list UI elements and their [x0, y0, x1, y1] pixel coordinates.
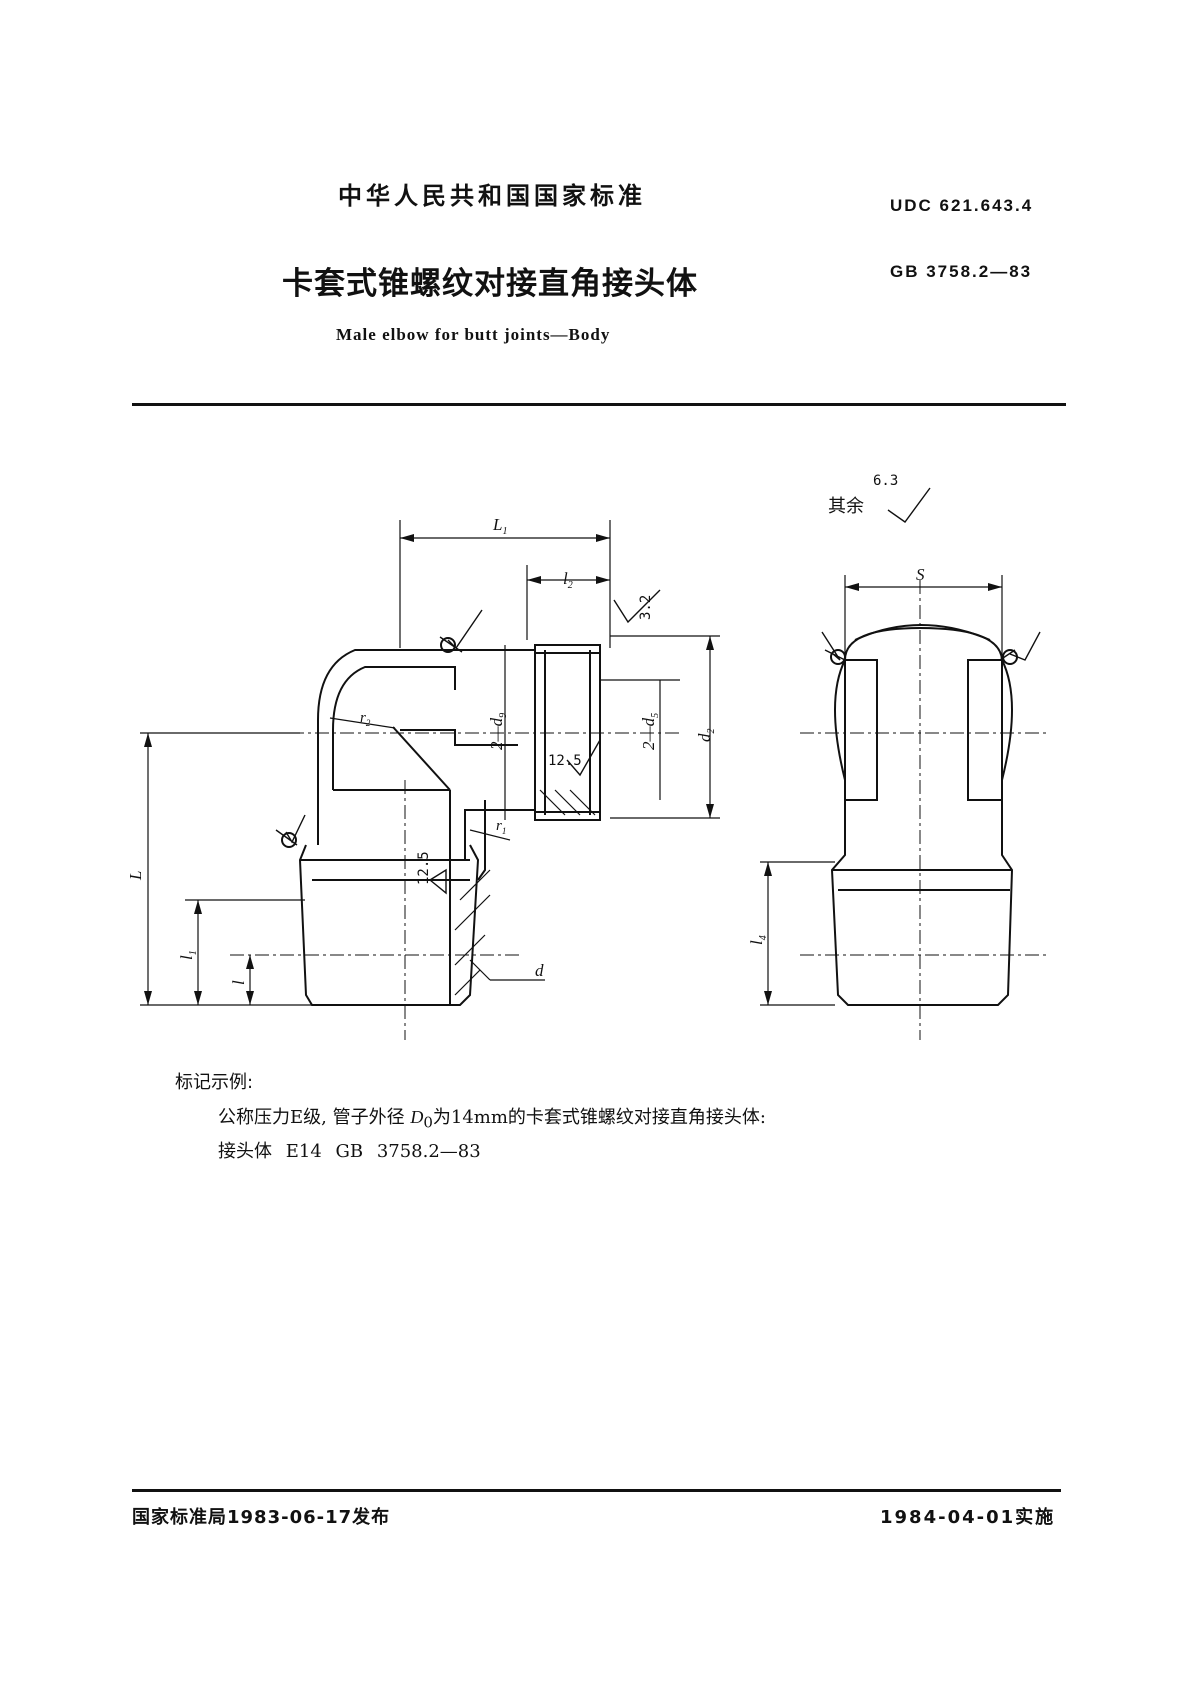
roughness-note-prefix: 其余 — [828, 496, 864, 517]
marking-example-code: 接头体 E14 GB 3758.2—83 — [218, 1141, 481, 1162]
dim-L-label: L — [126, 871, 145, 881]
dimension-lines — [140, 520, 1003, 1006]
roughness-symbols — [275, 487, 1041, 895]
dim-d-label: d — [535, 961, 544, 980]
roughness-circle — [830, 649, 846, 665]
dim-l4-label: l4 — [747, 935, 769, 945]
roughness-bore-vertical-value: 12.5 — [416, 851, 432, 885]
dim-l-label: l — [229, 980, 248, 985]
roughness-bore-value: 12.5 — [548, 753, 582, 769]
dim-L1-label: L1 — [492, 515, 507, 537]
dim-d5-label: 2—d5 — [639, 713, 661, 750]
roughness-thread-value: 3.2 — [638, 595, 654, 620]
roughness-circle — [281, 832, 297, 848]
header-divider — [132, 403, 1066, 406]
roughness-circle — [440, 637, 456, 653]
udc-code: UDC 621.643.4 — [890, 196, 1034, 215]
issue-date: 国家标准局1983-06-17发布 — [132, 1507, 391, 1528]
dim-r2-label: r2 — [360, 710, 371, 728]
marking-example-heading: 标记示例: — [175, 1072, 254, 1093]
dim-r1-label: r1 — [496, 818, 506, 836]
gb-code: GB 3758.2—83 — [890, 262, 1033, 281]
document-title: 卡套式锥螺纹对接直角接头体 — [282, 266, 698, 302]
footer-divider — [132, 1489, 1061, 1492]
dim-l2-label: l2 — [563, 569, 573, 591]
elbow-body-outline — [298, 644, 601, 1006]
section-hatching — [454, 789, 596, 996]
dim-l1-label: l1 — [177, 950, 199, 960]
side-view-outline — [830, 624, 1014, 1006]
dim-S-label: S — [916, 565, 925, 584]
marking-example-description: 公称压力E级, 管子外径 D0为14mm的卡套式锥螺纹对接直角接头体: — [218, 1107, 766, 1132]
roughness-circle — [1002, 649, 1018, 665]
dimension-arrows — [144, 534, 1002, 1005]
effective-date: 1984-04-01实施 — [880, 1507, 1056, 1528]
technical-drawing: L1 l2 S r2 r1 d L l1 l l4 2—d9 2—d5 d2 6… — [126, 473, 1050, 1040]
dim-d9-label: 2—d9 — [487, 713, 509, 750]
dim-d2-label: d2 — [695, 729, 717, 743]
document-title-english: Male elbow for butt joints—Body — [336, 325, 611, 344]
roughness-default-value: 6.3 — [873, 473, 898, 489]
standard-name: 中华人民共和国国家标准 — [338, 182, 646, 210]
centre-lines — [140, 580, 1050, 1040]
